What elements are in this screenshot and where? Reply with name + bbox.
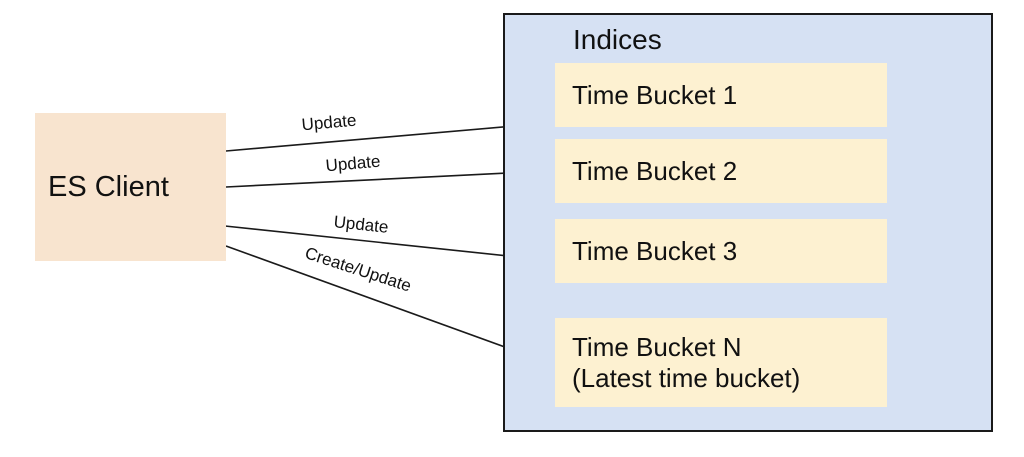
arrow-label-update-3: Update: [332, 212, 390, 237]
es-client-label: ES Client: [48, 170, 169, 203]
es-client-node: ES Client: [35, 113, 226, 261]
time-bucket-n-node: Time Bucket N (Latest time bucket): [555, 318, 887, 407]
arrow-label-update-1: Update: [300, 110, 358, 135]
arrow-update-2-line: [225, 167, 550, 188]
arrow-label-update-2: Update: [324, 151, 382, 176]
time-bucket-2-label: Time Bucket 2: [572, 155, 738, 186]
time-bucket-2-node: Time Bucket 2: [555, 139, 887, 203]
indices-title: Indices: [573, 24, 662, 55]
time-bucket-3-label: Time Bucket 3: [572, 235, 738, 266]
time-bucket-3-node: Time Bucket 3: [555, 219, 887, 283]
time-bucket-n-label: Time Bucket N: [572, 331, 742, 362]
time-bucket-1-label: Time Bucket 1: [572, 79, 738, 110]
time-bucket-n-sublabel: (Latest time bucket): [572, 362, 801, 393]
indices-container: Indices Time Bucket 1 Time Bucket 2 Time…: [503, 13, 993, 432]
time-bucket-1-node: Time Bucket 1: [555, 63, 887, 127]
arrow-update-1-line: [225, 120, 550, 152]
arrow-create-update-line: [225, 245, 550, 364]
arrow-label-create-update: Create/Update: [302, 243, 414, 296]
